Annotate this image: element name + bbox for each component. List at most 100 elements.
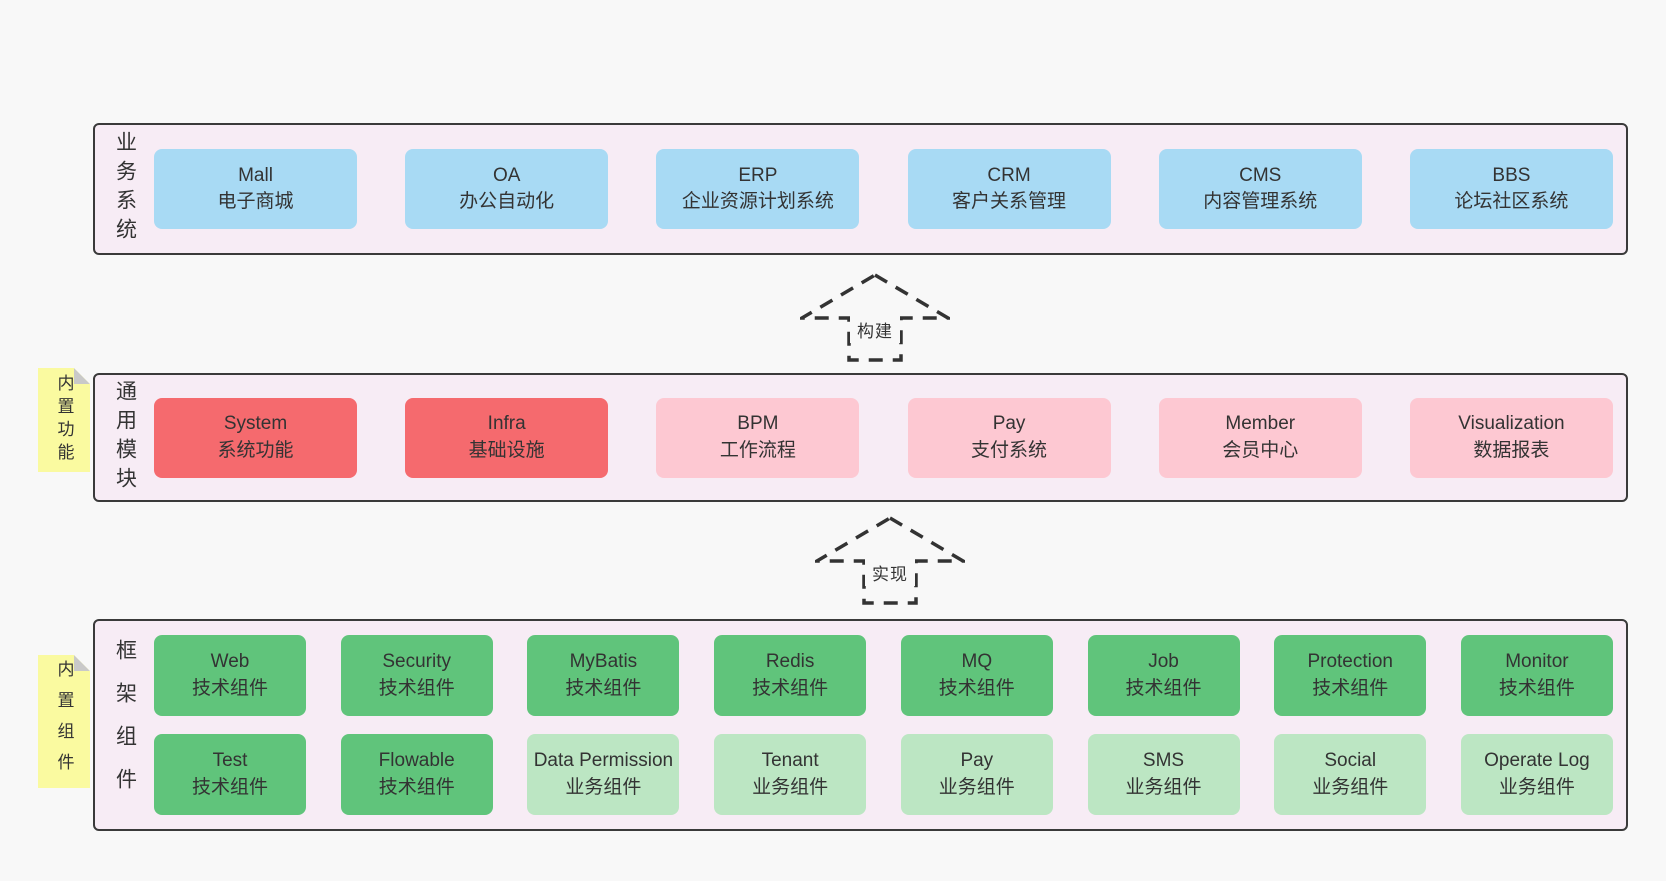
module-box-subtitle: 办公自动化 <box>459 191 555 212</box>
module-box-visualization: Visualization 数据报表 <box>1409 397 1613 478</box>
module-box-title: ERP <box>738 164 778 186</box>
module-box-pay: Pay 支付系统 <box>907 397 1111 478</box>
module-box-title: Pay <box>992 413 1026 435</box>
module-box-title: Flowable <box>378 750 455 772</box>
module-box-monitor: Monitor 技术组件 <box>1460 635 1613 716</box>
module-box-subtitle: 业务组件 <box>1312 776 1389 798</box>
layer-side-label: 通用模块 <box>95 375 154 500</box>
module-box-subtitle: 技术组件 <box>565 677 642 699</box>
module-box-subtitle: 业务组件 <box>1498 776 1575 798</box>
module-box-cms: CMS 内容管理系统 <box>1158 149 1362 229</box>
module-box-subtitle: 系统功能 <box>217 439 294 461</box>
module-box-subtitle: 企业资源计划系统 <box>681 191 834 212</box>
module-box-subtitle: 技术组件 <box>191 776 268 798</box>
module-box-subtitle: 工作流程 <box>719 439 796 461</box>
implement-arrow: 实现 <box>815 515 965 605</box>
module-box-subtitle: 业务组件 <box>565 776 642 798</box>
framework-components-layer: 框架组件 Web 技术组件 Security 技术组件 MyBatis 技术组件 Redis… <box>93 619 1628 831</box>
module-box-flowable: Flowable 技术组件 <box>340 734 493 815</box>
module-box-subtitle: 数据报表 <box>1473 439 1550 461</box>
business-systems-boxes: Mall 电子商城 OA 办公自动化 ERP 企业资源计划系统 CRM 客户关系管理 CMS 内容… <box>154 125 1626 253</box>
module-box-title: Tenant <box>761 750 819 772</box>
implement-arrow-label: 实现 <box>865 559 915 586</box>
module-box-protection: Protection 技术组件 <box>1274 635 1427 716</box>
sticky-note-text: 内置功能 <box>54 374 74 466</box>
module-box-web: Web 技术组件 <box>154 635 306 716</box>
layer-side-label-text: 框架组件 <box>113 639 137 811</box>
sticky-note-text: 内置组件 <box>54 659 74 784</box>
business-systems-layer: 业务系统 Mall 电子商城 OA 办公自动化 ERP 企业资源计划系统 CRM 客户关系管理… <box>93 123 1628 255</box>
module-box-subtitle: 支付系统 <box>971 439 1048 461</box>
folded-corner-icon <box>74 368 90 384</box>
module-box-title: BPM <box>737 413 779 435</box>
module-box-job: Job 技术组件 <box>1087 635 1240 716</box>
module-box-subtitle: 业务组件 <box>752 776 829 798</box>
module-box-title: OA <box>492 164 521 186</box>
module-box-subtitle: 技术组件 <box>378 776 455 798</box>
module-box-subtitle: 技术组件 <box>1125 677 1202 699</box>
module-box-title: CRM <box>987 164 1031 186</box>
module-box-title: CMS <box>1239 164 1282 186</box>
module-box-title: BBS <box>1492 164 1531 186</box>
module-box-bbs: BBS 论坛社区系统 <box>1409 149 1613 229</box>
module-box-row: Mall 电子商城 OA 办公自动化 ERP 企业资源计划系统 CRM 客户关系管理 CMS 内容… <box>154 149 1613 229</box>
module-box-title: Monitor <box>1505 651 1569 673</box>
module-box-title: SMS <box>1142 750 1185 772</box>
module-box-subtitle: 技术组件 <box>191 677 268 699</box>
module-box-tenant: Tenant 业务组件 <box>714 734 867 815</box>
module-box-data-permission: Data Permission 业务组件 <box>527 734 680 815</box>
module-box-title: Protection <box>1307 651 1393 673</box>
build-arrow-label: 构建 <box>850 316 900 343</box>
module-box-subtitle: 内容管理系统 <box>1203 191 1318 212</box>
module-box-subtitle: 业务组件 <box>938 776 1015 798</box>
module-box-title: MyBatis <box>569 651 638 673</box>
module-box-subtitle: 技术组件 <box>1498 677 1575 699</box>
module-box-subtitle: 论坛社区系统 <box>1454 191 1569 212</box>
layer-side-label-text: 通用模块 <box>113 379 137 496</box>
layer-side-label: 框架组件 <box>95 621 154 829</box>
module-box-mybatis: MyBatis 技术组件 <box>527 635 680 716</box>
module-box-title: Visualization <box>1458 413 1565 435</box>
module-box-title: Infra <box>487 413 526 435</box>
module-box-subtitle: 技术组件 <box>378 677 455 699</box>
module-box-subtitle: 技术组件 <box>1312 677 1389 699</box>
up-arrow-icon <box>815 515 965 605</box>
module-box-test: Test 技术组件 <box>154 734 306 815</box>
module-box-subtitle: 会员中心 <box>1222 439 1299 461</box>
layer-side-label: 业务系统 <box>95 125 154 253</box>
builtin-functions-sticky-note: 内置功能 <box>38 368 90 472</box>
build-arrow: 构建 <box>800 272 950 362</box>
module-box-title: Member <box>1225 413 1296 435</box>
module-box-member: Member 会员中心 <box>1158 397 1362 478</box>
module-box-bpm: BPM 工作流程 <box>656 397 860 478</box>
module-box-subtitle: 客户关系管理 <box>952 191 1067 212</box>
module-box-title: Mall <box>238 164 273 186</box>
module-box-mall: Mall 电子商城 <box>154 149 357 229</box>
layer-side-label-text: 业务系统 <box>113 131 137 247</box>
builtin-components-sticky-note: 内置组件 <box>38 655 90 788</box>
module-box-oa: OA 办公自动化 <box>405 149 609 229</box>
module-box-title: Web <box>210 651 250 673</box>
module-box-erp: ERP 企业资源计划系统 <box>656 149 860 229</box>
module-box-title: Security <box>382 651 452 673</box>
module-box-subtitle: 电子商城 <box>217 191 294 212</box>
module-box-crm: CRM 客户关系管理 <box>907 149 1111 229</box>
module-box-title: Redis <box>765 651 815 673</box>
module-box-title: Job <box>1148 651 1179 673</box>
module-box-title: Data Permission <box>533 750 674 772</box>
module-box-title: Test <box>212 750 248 772</box>
